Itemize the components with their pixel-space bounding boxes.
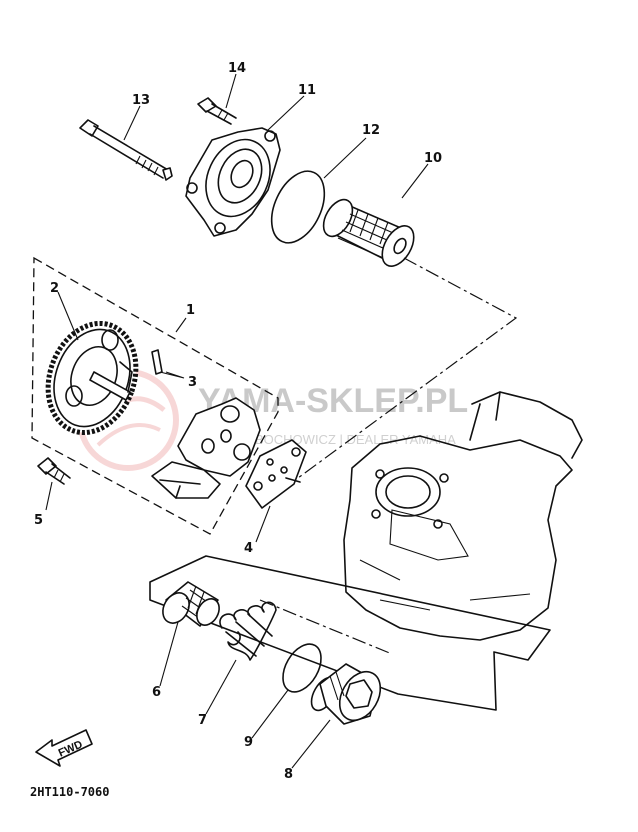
label-8: 8 [284, 767, 293, 782]
part-2-pump-gear [45, 320, 139, 436]
label-4: 4 [244, 541, 253, 556]
part-8-drain-plug [310, 663, 382, 725]
label-3: 3 [188, 375, 197, 390]
leader-lines [45, 73, 429, 769]
engine-crankcase [343, 391, 583, 641]
label-1: 1 [186, 303, 195, 318]
label-7: 7 [198, 713, 207, 728]
label-2: 2 [50, 281, 59, 296]
drawing-code: 2HT110-7060 [30, 785, 109, 799]
part-10-oil-filter [322, 198, 415, 267]
pump-body [151, 397, 261, 499]
part-5-screw [37, 457, 71, 485]
part-6-strainer [162, 581, 220, 627]
part-13-bolt [79, 119, 173, 181]
part-9-o-ring [282, 643, 322, 693]
part-4-gasket-plate [245, 439, 307, 509]
part-7-spring [219, 601, 277, 661]
label-10: 10 [424, 151, 442, 166]
label-13: 13 [132, 93, 150, 108]
watermark-subtitle: BOCHOWICZ | DEALER YAMAHA [255, 432, 456, 447]
fwd-arrow: FWD [35, 729, 93, 767]
part-labels: 13 14 11 12 10 1 2 3 5 4 6 7 9 8 [34, 61, 442, 782]
part-3-pin [151, 349, 163, 375]
axis-line-lower [259, 599, 393, 655]
label-11: 11 [298, 83, 316, 98]
label-5: 5 [34, 513, 43, 528]
label-6: 6 [152, 685, 161, 700]
pump-assembly-outline [31, 256, 279, 535]
label-12: 12 [362, 123, 380, 138]
label-14: 14 [228, 61, 246, 76]
label-9: 9 [244, 735, 253, 750]
part-11-pump-cover [185, 127, 281, 237]
axis-line-upper [297, 257, 518, 479]
part-14-bolt [197, 97, 237, 125]
part-12-o-ring [270, 170, 326, 244]
strainer-group-outline [149, 555, 551, 711]
